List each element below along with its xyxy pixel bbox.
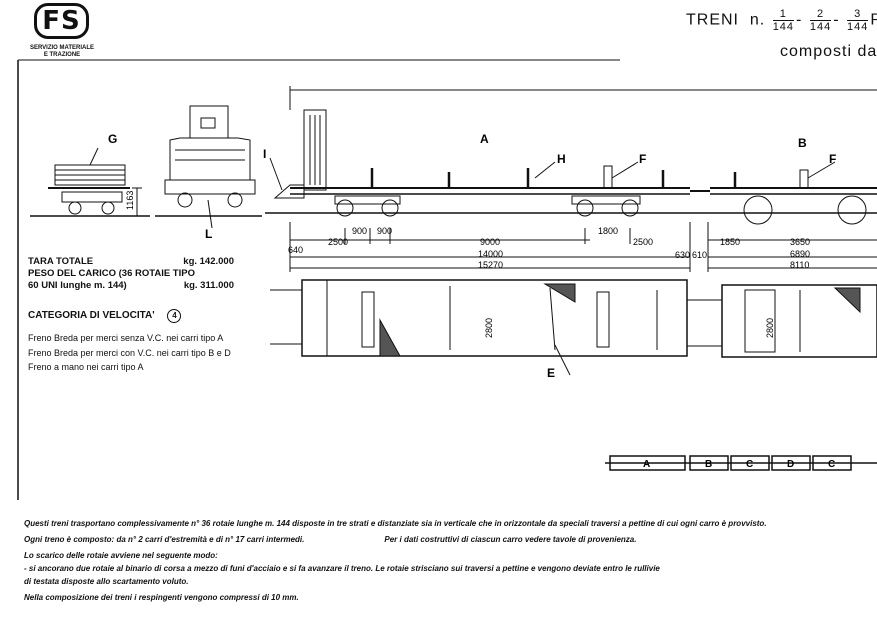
label-i: I <box>263 147 266 161</box>
category-row: CATEGORIA DI VELOCITA' 4 <box>28 309 182 323</box>
note-line: Ogni treno è composto: da n° 2 carri d'e… <box>24 535 305 544</box>
tara-label: TARA TOTALE <box>28 256 94 267</box>
brake-item: Freno Breda per merci con V.C. nei carri… <box>28 347 231 358</box>
dim-1850: 1850 <box>720 237 740 247</box>
dim-3650: 3650 <box>790 237 810 247</box>
dimension-lines <box>289 86 877 272</box>
note-line: - si ancorano due rotaie al binario di c… <box>24 564 660 573</box>
logo-subtitle: SERVIZIO MATERIALE E TRAZIONE <box>22 45 102 59</box>
dim-900-a: 900 <box>352 226 367 236</box>
dim-6890: 6890 <box>790 249 810 259</box>
dim-2800-a: 2800 <box>484 318 494 338</box>
notes-block: Questi treni trasportano complessivament… <box>24 518 874 608</box>
logo-text: FS <box>42 6 81 36</box>
label-a: A <box>480 132 489 146</box>
specs-block: TARA TOTALE kg. 142.000 PESO DEL CARICO … <box>28 256 234 292</box>
dim-9000: 9000 <box>480 237 500 247</box>
category-label: CATEGORIA DI VELOCITA' <box>28 310 155 321</box>
brake-item: Freno a mano nei carri tipo A <box>28 362 144 372</box>
dim-height: 1163 <box>125 191 135 210</box>
dim-2800-b: 2800 <box>765 318 775 338</box>
note-line: Questi treni trasportano complessivament… <box>24 519 767 528</box>
label-b: B <box>798 136 807 150</box>
fraction-2-den: 144 <box>809 21 832 33</box>
dim-2500-a: 2500 <box>328 237 348 247</box>
label-l: L <box>205 227 212 241</box>
dim-15270: 15270 <box>478 260 503 270</box>
dim-900-b: 900 <box>377 226 392 236</box>
note-line: Per i dati costruttivi di ciascun carro … <box>384 535 637 544</box>
peso-value: kg. 311.000 <box>183 280 234 291</box>
dim-640: 640 <box>288 245 303 255</box>
fraction-1-num: 1 <box>772 8 795 21</box>
label-e: E <box>547 366 555 380</box>
logo-subtitle-line-1: SERVIZIO MATERIALE <box>29 45 95 51</box>
brake-list: Freno Breda per merci senza V.C. nei car… <box>28 332 238 376</box>
side-view-g <box>30 147 150 217</box>
fraction-3-den: 144 <box>846 21 869 33</box>
note-line: Lo scarico delle rotaie avviene nel segu… <box>24 551 218 560</box>
label-f-2: F <box>829 152 836 166</box>
brake-item: Freno Breda per merci senza V.C. nei car… <box>28 333 224 343</box>
logo-subtitle-line-2: E TRAZIONE <box>43 52 81 58</box>
category-value: 4 <box>167 309 182 323</box>
dim-630: 630 <box>675 250 690 260</box>
peso-label-1: PESO DEL CARICO (36 ROTAIE TIPO <box>28 268 195 279</box>
front-view-l <box>132 105 262 229</box>
tara-value: kg. 142.000 <box>183 256 234 267</box>
train-car-c-1: C <box>746 459 753 470</box>
train-sequence <box>605 455 877 471</box>
label-g: G <box>108 132 117 146</box>
label-f-1: F <box>639 152 646 166</box>
note-split-row: Ogni treno è composto: da n° 2 carri d'e… <box>24 534 874 550</box>
peso-label-2: 60 UNI lunghe m. 144) <box>28 280 127 291</box>
side-elevation <box>265 109 877 225</box>
train-car-b: B <box>705 459 712 470</box>
dim-610: 610 <box>692 250 707 260</box>
dim-1800: 1800 <box>598 226 618 236</box>
tara-row: TARA TOTALE kg. 142.000 <box>28 256 234 268</box>
dim-14000: 14000 <box>478 249 503 259</box>
page-subtitle: composti da <box>780 43 877 60</box>
fraction-2-num: 2 <box>809 8 832 21</box>
dim-2500-b: 2500 <box>633 237 653 247</box>
fs-logo: FS <box>34 3 89 39</box>
plan-view <box>270 279 877 376</box>
label-h: H <box>557 152 566 166</box>
train-car-c-2: C <box>828 459 835 470</box>
peso-row: 60 UNI lunghe m. 144) kg. 311.000 <box>28 280 234 292</box>
note-line: di testata disposte allo scartamento vol… <box>24 577 189 586</box>
note-line: Nella composizione dei treni i respingen… <box>24 593 299 602</box>
title-prefix: TRENI n. <box>686 11 766 29</box>
fraction-3-num: 3 <box>846 8 869 21</box>
train-car-a: A <box>643 459 650 470</box>
fraction-1-den: 144 <box>772 21 795 33</box>
title-suffix: PE <box>870 11 877 29</box>
dim-8110: 8110 <box>790 260 809 270</box>
train-car-d: D <box>787 459 794 470</box>
